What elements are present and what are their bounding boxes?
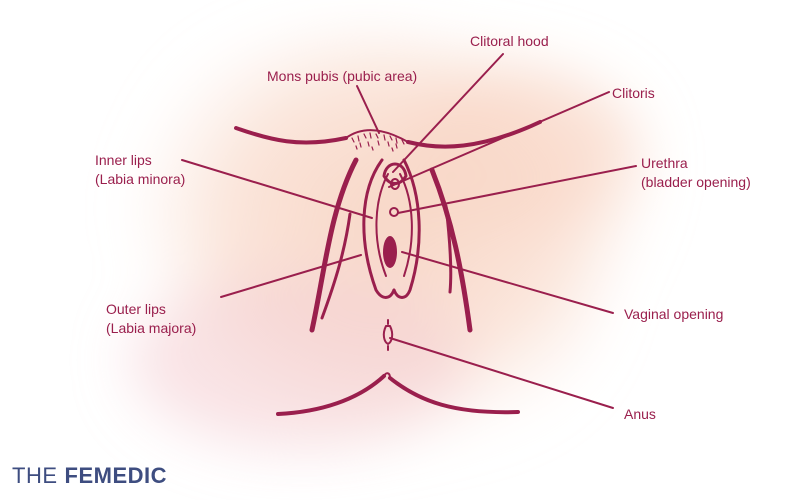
label-urethra-line1: Urethra (641, 155, 688, 171)
label-vaginal-opening: Vaginal opening (624, 305, 723, 324)
outer-lip-right-inner (444, 204, 453, 294)
anus (382, 325, 394, 345)
label-anus-text: Anus (624, 406, 656, 422)
label-clitoral-hood: Clitoral hood (470, 32, 549, 51)
clitoral-hood (382, 162, 408, 185)
label-urethra: Urethra (bladder opening) (641, 154, 751, 192)
leader-mons-pubis (356, 85, 380, 134)
label-clitoral-hood-text: Clitoral hood (470, 33, 549, 49)
pubic-texture (351, 132, 405, 152)
leader-inner-lips (181, 159, 373, 219)
label-inner-lips-line2: (Labia minora) (95, 171, 186, 187)
label-mons-pubis: Mons pubis (pubic area) (267, 67, 417, 86)
label-vaginal-opening-text: Vaginal opening (624, 306, 724, 322)
brand-logo-part1: THE (12, 463, 58, 488)
vaginal-opening (383, 236, 397, 268)
mons-curve-right (406, 120, 542, 149)
urethra (389, 207, 399, 217)
brand-logo-part2: FEMEDIC (64, 463, 167, 488)
label-inner-lips: Inner lips (Labia minora) (95, 151, 185, 189)
lower-curve-right (388, 376, 520, 415)
label-clitoris-text: Clitoris (612, 85, 655, 101)
leader-urethra (397, 165, 637, 214)
label-anus: Anus (624, 405, 656, 424)
label-outer-lips-line2: (Labia majora) (106, 320, 197, 336)
mons-arc (345, 129, 409, 143)
anatomy-illustration (234, 120, 542, 416)
inner-lip-right (392, 158, 421, 299)
inner-lip-right-2 (399, 173, 413, 277)
leader-vaginal-opening (401, 251, 614, 314)
label-inner-lips-line1: Inner lips (95, 152, 152, 168)
leader-outer-lips (220, 254, 362, 298)
label-outer-lips: Outer lips (Labia majora) (106, 300, 196, 338)
inner-lip-left-2 (375, 173, 389, 277)
lower-curve-left (276, 374, 386, 416)
inner-lip-left (362, 158, 396, 299)
lower-curve-mid (383, 372, 391, 379)
label-clitoris: Clitoris (612, 84, 655, 103)
label-mons-pubis-text: Mons pubis (pubic area) (267, 68, 418, 84)
outer-lip-left (309, 157, 359, 333)
leader-lines (181, 53, 637, 409)
label-urethra-line2: (bladder opening) (641, 174, 751, 190)
leader-clitoral-hood (392, 53, 504, 173)
label-outer-lips-line1: Outer lips (106, 301, 166, 317)
mons-curve-left (234, 126, 348, 145)
clitoris (390, 178, 400, 190)
leader-anus (389, 337, 614, 409)
outer-lip-right (429, 167, 473, 333)
outer-lip-left-inner (320, 212, 352, 320)
